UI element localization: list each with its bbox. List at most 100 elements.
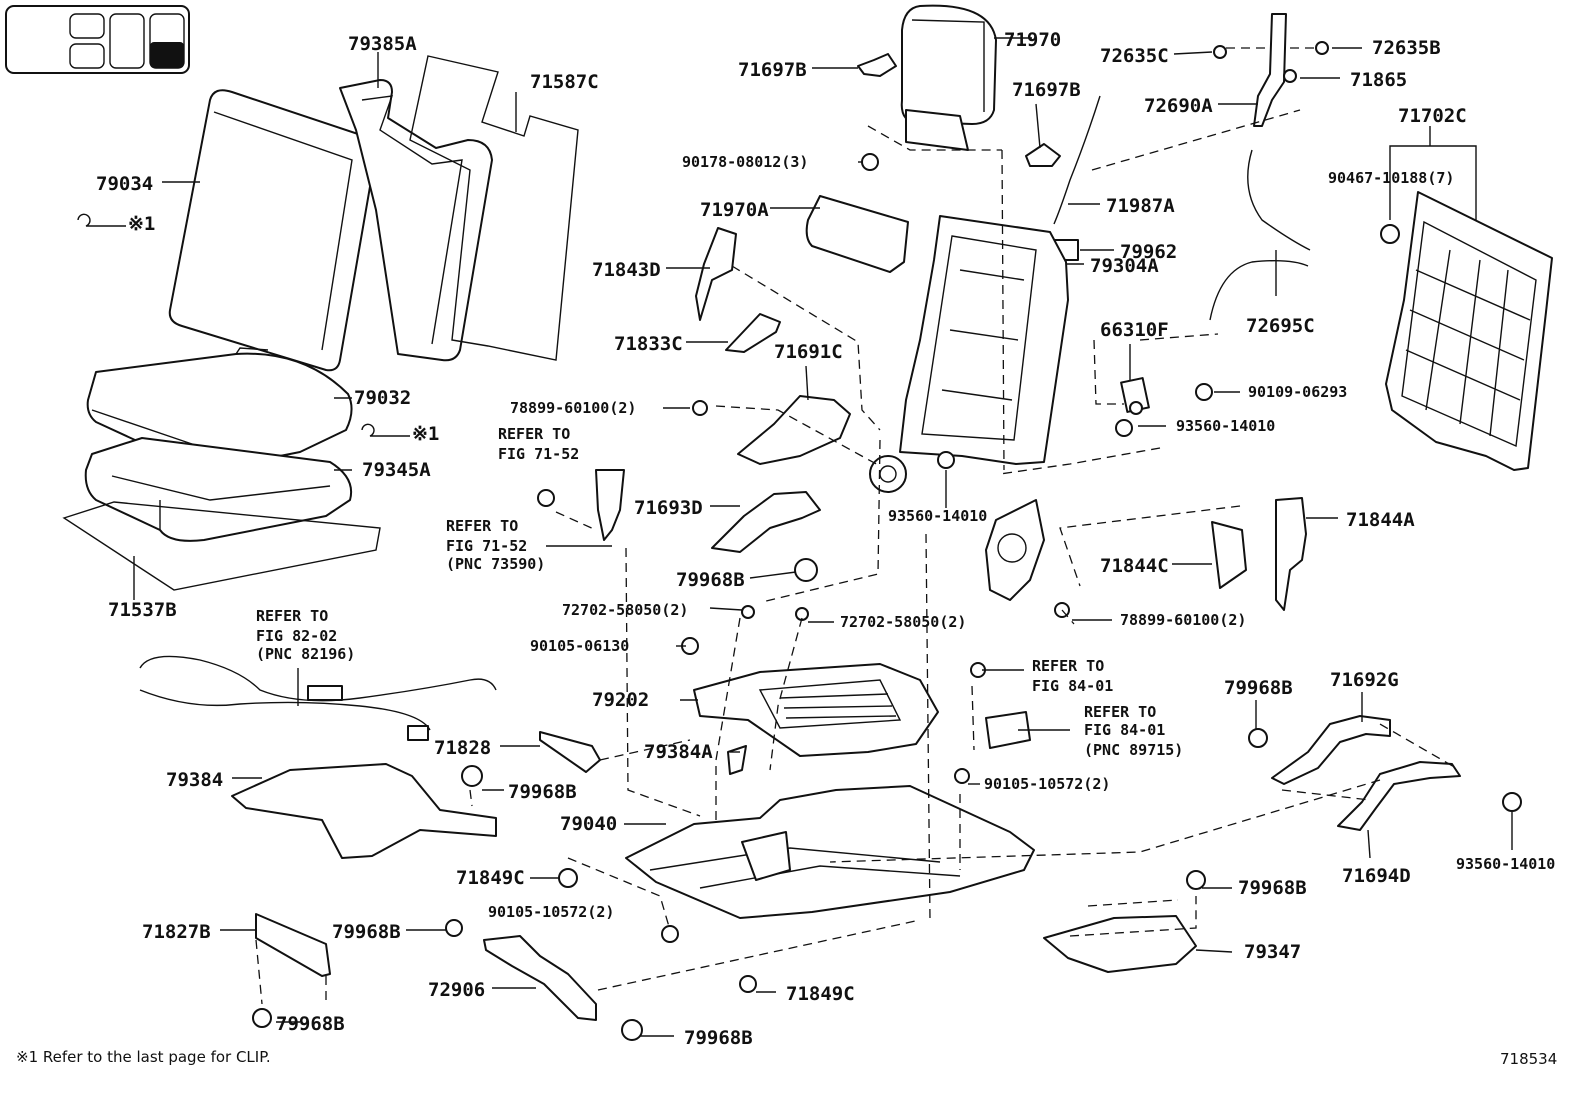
label-pnc-82196: (PNC 82196) xyxy=(256,645,356,663)
label-71844A: 71844A xyxy=(1346,509,1415,531)
headrest-guide-71697B-b xyxy=(1025,143,1061,167)
label-71691C: 71691C xyxy=(774,341,843,363)
label-71844C: 71844C xyxy=(1100,555,1169,577)
label-93560-14010-c: 93560-14010 xyxy=(1456,855,1556,873)
label-72702-58050-a: 72702-58050(2) xyxy=(562,601,689,619)
label-72635C: 72635C xyxy=(1100,45,1169,67)
label-refer-to-b: REFER TO xyxy=(446,517,519,535)
seatback-cover-79034 xyxy=(168,89,378,372)
label-refer-to-d: REFER TO xyxy=(1032,657,1105,675)
label-66310F: 66310F xyxy=(1100,319,1169,341)
label-78899-60100-b: 78899-60100(2) xyxy=(1120,611,1247,629)
label-pnc-89715: (PNC 89715) xyxy=(1084,741,1184,759)
cover-71693D xyxy=(711,491,821,553)
label-fig-82-02: FIG 82-02 xyxy=(256,627,338,645)
label-refer-to-c: REFER TO xyxy=(256,607,329,625)
fasteners xyxy=(77,41,1522,1041)
headrest-support-71970A xyxy=(805,195,909,273)
label-79968B-d: 79968B xyxy=(276,1013,345,1035)
label-note1-b: ※1 xyxy=(412,423,440,445)
cover-71827B xyxy=(255,913,331,977)
cover-71843D xyxy=(695,227,737,321)
seat-track-79040 xyxy=(625,785,1035,919)
label-79968B-e: 79968B xyxy=(684,1027,753,1049)
label-71692G: 71692G xyxy=(1330,669,1399,691)
cover-72906 xyxy=(483,935,597,1021)
airbag-sensor-89715 xyxy=(985,711,1031,749)
nut-90178 xyxy=(861,153,879,171)
label-refer-to-a: REFER TO xyxy=(498,425,571,443)
bracket-71828 xyxy=(539,731,601,773)
label-90467-10188: 90467-10188(7) xyxy=(1328,169,1455,187)
label-71849C-a: 71849C xyxy=(456,867,525,889)
label-90109-06293: 90109-06293 xyxy=(1248,383,1348,401)
label-79968B-c: 79968B xyxy=(332,921,401,943)
label-note1-a: ※1 xyxy=(128,213,156,235)
footnote: ※1 Refer to the last page for CLIP. xyxy=(16,1048,271,1066)
label-72906: 72906 xyxy=(428,979,486,1001)
seat-belt-buckle xyxy=(595,469,625,541)
label-71697B-b: 71697B xyxy=(1012,79,1081,101)
seat-heater-71537B xyxy=(62,501,381,591)
seat-position-icon xyxy=(5,5,190,74)
seat-cushion-pad-79345A xyxy=(84,437,352,542)
diagram-code: 718534 xyxy=(1500,1050,1558,1068)
cable-72690A xyxy=(1247,149,1311,251)
label-71697B-a: 71697B xyxy=(738,59,807,81)
label-79962: 79962 xyxy=(1120,241,1178,263)
label-72635B: 72635B xyxy=(1372,37,1441,59)
seat-strap-72690A xyxy=(1253,13,1287,127)
label-78899-60100-a: 78899-60100(2) xyxy=(510,399,637,417)
label-71849C-b: 71849C xyxy=(786,983,855,1005)
seatback-board-71702C xyxy=(1385,191,1553,471)
label-79968B-f: 79968B xyxy=(1224,677,1293,699)
label-71694D: 71694D xyxy=(1342,865,1411,887)
release-cable-71987A xyxy=(1053,95,1101,225)
cable-72695C xyxy=(1209,259,1309,321)
side-cover-79384 xyxy=(231,763,497,859)
label-79034: 79034 xyxy=(96,173,154,195)
recliner-motor xyxy=(985,499,1045,601)
label-79968B-b: 79968B xyxy=(508,781,577,803)
label-79040: 79040 xyxy=(560,813,618,835)
label-71587C: 71587C xyxy=(530,71,599,93)
label-90178-08012: 90178-08012(3) xyxy=(682,153,809,171)
cover-79347 xyxy=(1043,915,1197,973)
label-79304A: 79304A xyxy=(1090,255,1159,277)
seat-frame-79202 xyxy=(693,663,939,757)
cover-71694D xyxy=(1337,761,1461,831)
wire-harness-82196 xyxy=(139,655,497,741)
label-79968B-a: 79968B xyxy=(676,569,745,591)
headrest-71970 xyxy=(900,4,997,151)
label-90105-10572-a: 90105-10572(2) xyxy=(488,903,615,921)
label-71537B: 71537B xyxy=(108,599,177,621)
label-71970: 71970 xyxy=(1004,29,1062,51)
label-79032: 79032 xyxy=(354,387,412,409)
label-fig-84-01-b: FIG 84-01 xyxy=(1084,721,1166,739)
label-71828: 71828 xyxy=(434,737,492,759)
label-79968B-g: 79968B xyxy=(1238,877,1307,899)
cover-71691C xyxy=(737,395,851,465)
clip-90467 xyxy=(1380,224,1400,244)
label-pnc-73590: (PNC 73590) xyxy=(446,555,546,573)
label-71833C: 71833C xyxy=(614,333,683,355)
label-72702-58050-b: 72702-58050(2) xyxy=(840,613,967,631)
label-71987A: 71987A xyxy=(1106,195,1175,217)
cover-71833C xyxy=(725,313,781,353)
leader-lines xyxy=(133,37,1513,1037)
label-71702C: 71702C xyxy=(1398,105,1467,127)
label-fig-71-52-b: FIG 71-52 xyxy=(446,537,528,555)
label-79345A: 79345A xyxy=(362,459,431,481)
label-93560-14010-b: 93560-14010 xyxy=(1176,417,1276,435)
bolt-belt xyxy=(537,489,555,507)
seatback-frame-79304A xyxy=(869,215,1069,493)
label-79347: 79347 xyxy=(1244,941,1302,963)
label-79384: 79384 xyxy=(166,769,224,791)
label-refer-to-e: REFER TO xyxy=(1084,703,1157,721)
label-71970A: 71970A xyxy=(700,199,769,221)
label-fig-84-01-a: FIG 84-01 xyxy=(1032,677,1114,695)
label-71827B: 71827B xyxy=(142,921,211,943)
seat-heater-71587C xyxy=(409,55,579,361)
label-fig-71-52-a: FIG 71-52 xyxy=(498,445,580,463)
